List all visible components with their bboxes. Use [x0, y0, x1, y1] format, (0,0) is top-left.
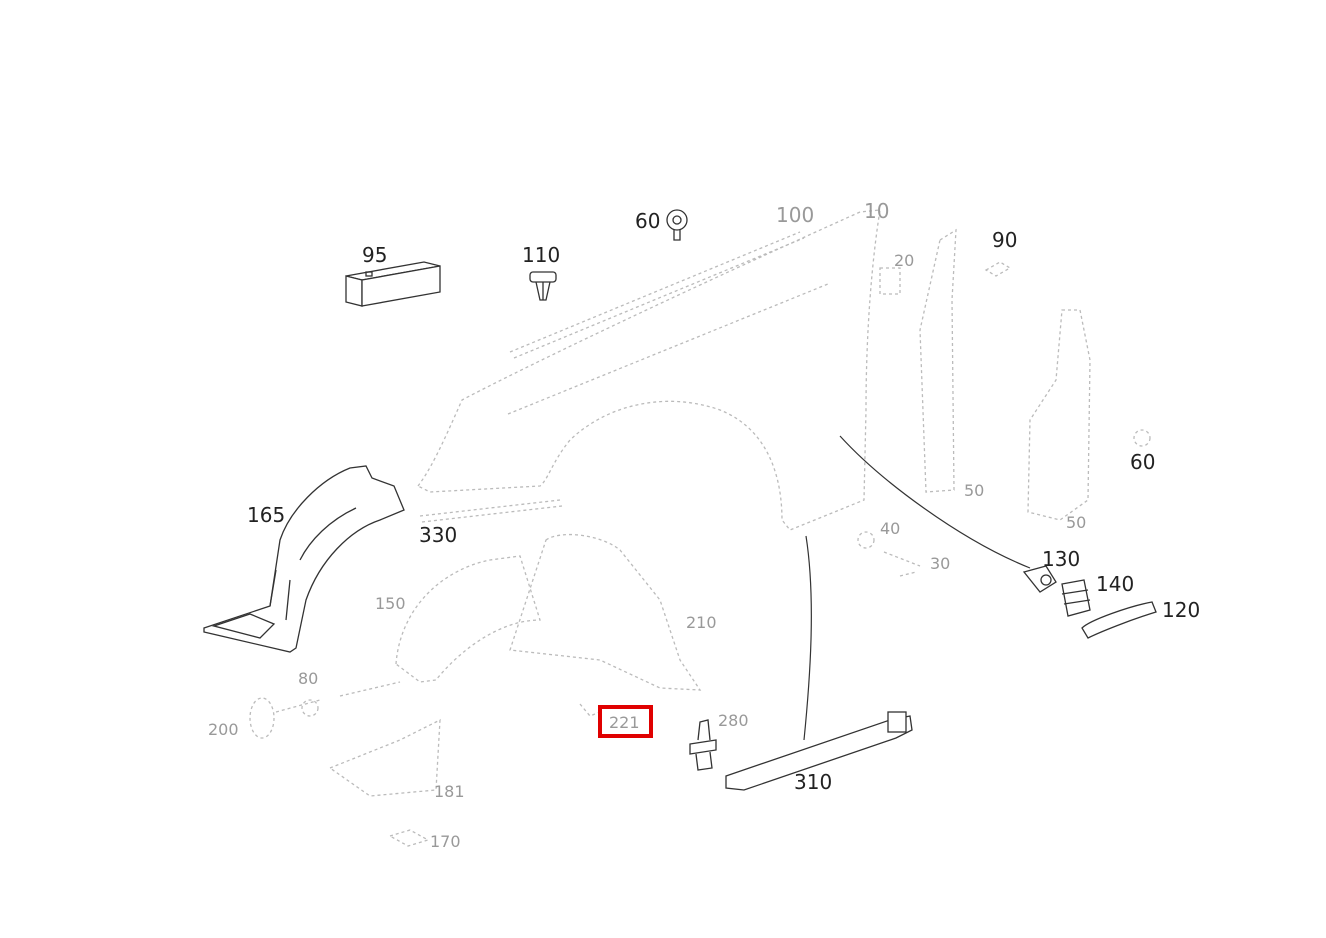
part-330-strip[interactable] [419, 499, 563, 523]
part-30-fastener[interactable] [883, 551, 921, 577]
label-140[interactable]: 140 [1096, 572, 1134, 596]
part-95-block[interactable] [345, 261, 441, 307]
label-50-b[interactable]: 50 [1066, 513, 1086, 532]
label-200[interactable]: 200 [208, 720, 239, 739]
part-120-trim[interactable] [1081, 601, 1157, 639]
part-280-push-pin[interactable] [689, 719, 717, 771]
label-165[interactable]: 165 [247, 503, 285, 527]
part-181-splash-guard[interactable] [328, 718, 441, 797]
part-150-arch-inner[interactable] [395, 555, 541, 683]
part-60-bolt-right[interactable] [1133, 429, 1151, 447]
part-50-panel-a[interactable] [919, 228, 957, 493]
part-80-fastener[interactable] [301, 699, 319, 717]
label-130[interactable]: 130 [1042, 547, 1080, 571]
label-90[interactable]: 90 [992, 228, 1017, 252]
label-95[interactable]: 95 [362, 243, 387, 267]
part-130-grommet[interactable] [839, 435, 1057, 593]
label-110[interactable]: 110 [522, 243, 560, 267]
label-280[interactable]: 280 [718, 711, 749, 730]
label-60-right[interactable]: 60 [1130, 450, 1155, 474]
label-60-top[interactable]: 60 [635, 209, 660, 233]
part-140-clip[interactable] [1061, 579, 1091, 617]
part-20-bracket[interactable] [879, 267, 901, 295]
label-40[interactable]: 40 [880, 519, 900, 538]
part-40-fastener[interactable] [857, 531, 875, 549]
label-100[interactable]: 100 [776, 203, 814, 227]
label-50-a[interactable]: 50 [964, 481, 984, 500]
part-60-bolt-top[interactable] [666, 209, 688, 241]
part-210-inner-bracket[interactable] [509, 533, 702, 691]
part-100-seal-strip[interactable] [509, 231, 805, 359]
label-310[interactable]: 310 [794, 770, 832, 794]
label-170[interactable]: 170 [430, 832, 461, 851]
label-181[interactable]: 181 [434, 782, 465, 801]
label-150[interactable]: 150 [375, 594, 406, 613]
part-110-clip[interactable] [529, 271, 557, 301]
label-120[interactable]: 120 [1162, 598, 1200, 622]
label-221[interactable]: 221 [609, 713, 640, 732]
part-90-clip[interactable] [984, 261, 1012, 277]
part-310-sill-strip[interactable] [725, 535, 913, 791]
label-80[interactable]: 80 [298, 669, 318, 688]
label-210[interactable]: 210 [686, 613, 717, 632]
label-20[interactable]: 20 [894, 251, 914, 270]
part-170-clip[interactable] [388, 829, 430, 847]
label-30[interactable]: 30 [930, 554, 950, 573]
highlight-box-221 [598, 705, 653, 738]
part-221-small-part[interactable] [579, 703, 601, 717]
label-330[interactable]: 330 [419, 523, 457, 547]
part-10-fender[interactable] [417, 209, 881, 531]
part-50-panel-b[interactable] [1027, 309, 1091, 521]
part-200-grommet[interactable] [249, 681, 401, 739]
label-10[interactable]: 10 [864, 199, 889, 223]
part-165-wheel-liner[interactable] [203, 465, 405, 653]
